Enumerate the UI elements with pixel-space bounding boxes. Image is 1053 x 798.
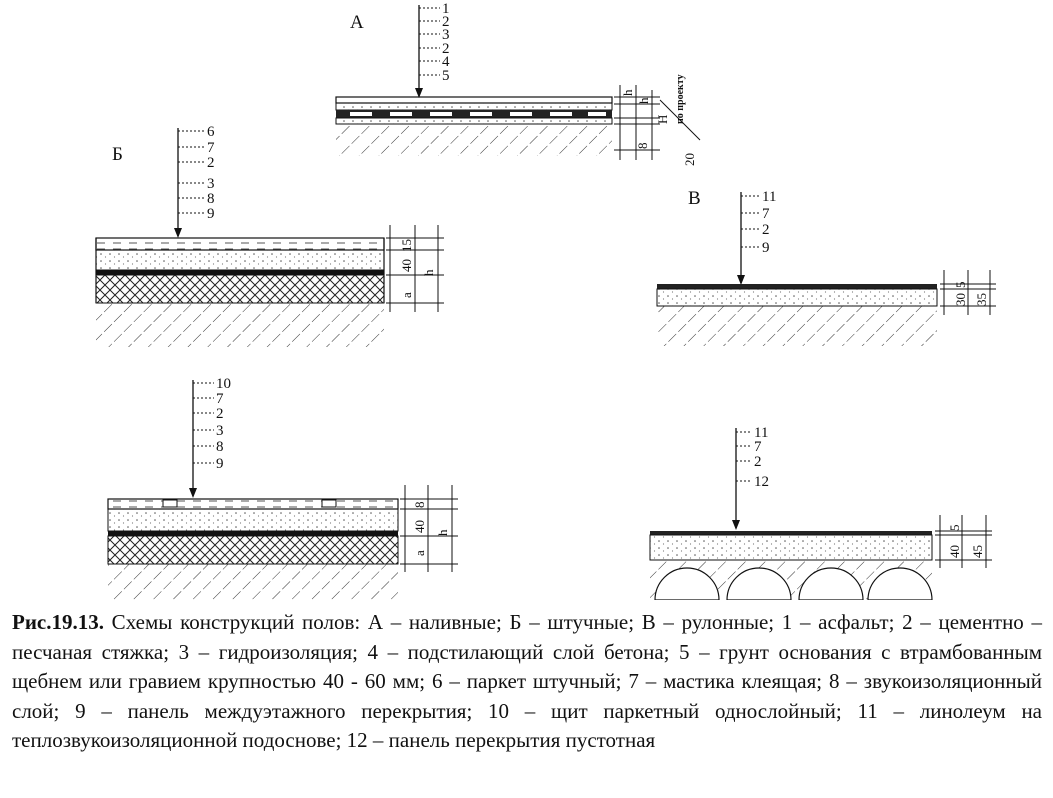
- diagram-v-callout: 7: [762, 206, 770, 222]
- diagram-a-layers: [335, 96, 613, 156]
- figure-caption-text: Схемы конструкций полов: А – наливные; Б…: [12, 610, 1042, 752]
- diagram-a-note: по проекту: [675, 74, 686, 124]
- diagram-d-layers: [107, 498, 399, 600]
- diagram-v-dim-label: 5: [953, 282, 968, 289]
- diagram-d-dim-label: h: [435, 529, 450, 536]
- diagram-a-dim-label: 8: [635, 143, 650, 150]
- diagram-e-dim-label: 45: [970, 545, 985, 558]
- diagram-a-dim-label: h: [620, 89, 635, 96]
- diagram-a-dimension-lines: [614, 85, 701, 160]
- diagram-b-callout-ticks: [178, 130, 204, 214]
- figure-label: Рис.19.13.: [12, 610, 104, 634]
- diagram-e-dimension-lines: [935, 515, 992, 568]
- diagram-d-callout: 8: [216, 439, 224, 455]
- diagram-b-dim-label: 15: [399, 239, 414, 252]
- diagram-a-dim-label: H: [655, 115, 670, 124]
- diagram-b-arrow-icon: [174, 228, 182, 238]
- diagram-v-dimension-lines: [940, 270, 996, 315]
- diagram-e-callout: 2: [754, 454, 762, 470]
- diagram-d-dim-label: 40: [412, 520, 427, 533]
- diagram-b-dim-label: 40: [399, 259, 414, 272]
- diagram-b-layers: [95, 237, 385, 347]
- diagram-d-callout: 3: [216, 423, 224, 439]
- diagram-b-dimension-lines: [386, 225, 444, 312]
- diagram-e-arrow-icon: [732, 520, 740, 530]
- diagram-e-callout-ticks: [736, 431, 752, 482]
- diagram-d-dim-label: 8: [412, 502, 427, 509]
- diagram-a-callout-ticks: [419, 7, 440, 76]
- diagram-b-callout: 2: [207, 155, 215, 171]
- hollow-core-voids: [654, 567, 933, 600]
- diagram-e-layers: [649, 531, 933, 600]
- diagram-a: А 1 2 3 2 4 5: [335, 1, 701, 166]
- diagram-a-callout: 3: [442, 27, 450, 43]
- diagram-a-dim-label: 20: [682, 153, 697, 166]
- diagram-b-callout: 9: [207, 206, 215, 222]
- diagram-b-callout: 6: [207, 124, 215, 140]
- diagram-b-letter: Б: [112, 144, 123, 165]
- diagram-b: Б 6 7 2 3 8 9: [95, 124, 444, 347]
- diagram-e-dim-label: 5: [947, 525, 962, 532]
- diagram-b-callout: 3: [207, 176, 215, 192]
- diagram-d-callout: 10: [216, 376, 231, 392]
- diagram-v-dim-label: 30: [953, 293, 968, 306]
- diagram-b-dim-label: h: [421, 269, 436, 276]
- diagram-e-callout: 11: [754, 425, 768, 441]
- figure-caption: Рис.19.13. Схемы конструкций полов: А – …: [12, 608, 1042, 756]
- diagram-v-dim-label: 35: [974, 293, 989, 306]
- diagram-b-callout: 7: [207, 140, 215, 156]
- diagram-a-letter: А: [350, 12, 364, 33]
- diagram-v: В 11 7 2 9 5 30 35: [656, 188, 996, 346]
- diagram-parquet-panel: 10 7 2 3 8 9 8 40 a h: [107, 376, 458, 600]
- diagram-v-callout: 2: [762, 222, 770, 238]
- floor-construction-figure: А 1 2 3 2 4 5: [95, 1, 996, 600]
- diagram-e-callout: 7: [754, 439, 762, 455]
- diagram-a-callout: 4: [442, 54, 450, 70]
- diagram-e-dim-label: 40: [947, 545, 962, 558]
- diagram-d-callout: 2: [216, 406, 224, 422]
- diagram-d-dimension-lines: [400, 485, 458, 572]
- diagram-d-arrow-icon: [189, 488, 197, 498]
- diagram-a-arrow-icon: [415, 88, 423, 98]
- diagram-d-callout: 9: [216, 456, 224, 472]
- diagram-a-callout: 2: [442, 41, 450, 57]
- diagram-v-arrow-icon: [737, 275, 745, 285]
- diagram-a-dim-label: h: [636, 97, 651, 104]
- diagram-a-callout: 5: [442, 68, 450, 84]
- diagram-v-callout-ticks: [741, 195, 760, 248]
- diagram-v-callout: 9: [762, 240, 770, 256]
- diagram-d-dim-label: a: [412, 550, 427, 556]
- diagram-v-callout: 11: [762, 189, 776, 205]
- diagram-a-callout: 2: [442, 14, 450, 30]
- diagram-d-callout: 7: [216, 391, 224, 407]
- diagram-d-callout-ticks: [193, 382, 214, 464]
- diagram-v-layers: [656, 284, 938, 346]
- diagram-b-dim-label: a: [399, 292, 414, 298]
- diagram-v-letter: В: [688, 188, 701, 209]
- diagram-a-callout: 1: [442, 1, 450, 17]
- diagram-hollow-panel: 11 7 2 12 5 40 45: [649, 425, 992, 600]
- diagram-b-callout: 8: [207, 191, 215, 207]
- diagram-e-callout: 12: [754, 474, 769, 490]
